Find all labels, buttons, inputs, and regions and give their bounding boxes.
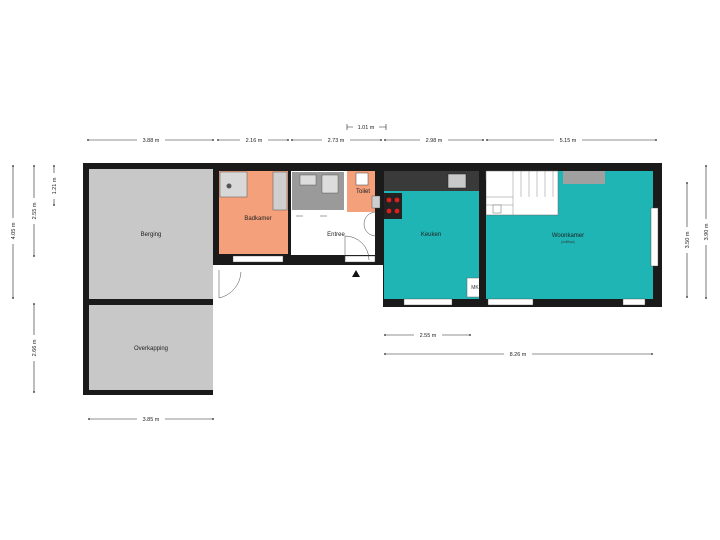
label-woonkamer: Woonkamer <box>552 233 584 239</box>
interior-wall <box>479 180 486 299</box>
label-berging: Berging <box>141 232 162 238</box>
woonkamer-cabinet <box>563 171 605 184</box>
kitchen-sink <box>447 173 467 189</box>
bath <box>272 171 288 211</box>
outdoor-strip <box>213 265 219 395</box>
rooms <box>89 169 653 395</box>
dim-top-berging: 3.88 m <box>143 138 160 144</box>
dim-top-keuken: 2.98 m <box>426 138 443 144</box>
label-mk: MK <box>471 285 479 291</box>
dim-left-lower: 2.66 m <box>32 339 38 356</box>
toilet-sink <box>371 195 381 209</box>
label-overkapping: Overkapping <box>134 346 168 352</box>
dim-left-outer: 4.05 m <box>11 222 17 239</box>
windows <box>232 207 659 306</box>
stair-steps <box>486 171 554 215</box>
dim-top-woonkamer: 5.15 m <box>560 138 577 144</box>
dim-top-badkamer: 2.16 m <box>246 138 263 144</box>
dim-left-mid: 2.55 m <box>32 202 38 219</box>
dim-right-outer: 3.90 m <box>704 223 710 240</box>
dimension-ticks <box>12 139 707 420</box>
washbasin-2 <box>321 174 339 194</box>
doors <box>218 211 377 299</box>
hob-burner-icon <box>394 197 400 203</box>
room-berging <box>89 169 213 299</box>
dim-bottom-left: 3.85 m <box>143 417 160 423</box>
dim-top-1: 1.01 m <box>358 125 375 131</box>
label-woonkamer-sub: (m4flow) <box>561 240 574 244</box>
label-entree: Entree <box>327 232 345 238</box>
shower-tray <box>219 171 248 198</box>
interior-wall-2 <box>375 212 384 242</box>
dim-bottom-keuken: 2.55 m <box>420 333 437 339</box>
label-badkamer: Badkamer <box>244 216 271 222</box>
toilet-bowl <box>355 172 369 186</box>
room-labels: Berging Overkapping Badkamer Entree Toil… <box>134 189 584 352</box>
room-overkapping <box>89 305 213 390</box>
dim-right-inner: 3.50 m <box>685 231 691 248</box>
dim-left-inner: 1.21 m <box>52 177 58 194</box>
dim-bottom-total: 8.26 m <box>510 352 527 358</box>
dimension-texts: 1.01 m 3.88 m 2.16 m 2.73 m 2.98 m 5.15 … <box>9 123 710 423</box>
hob <box>384 193 402 219</box>
label-keuken: Keuken <box>421 232 441 238</box>
hob-burner-icon <box>386 208 392 214</box>
dim-top-entree: 2.73 m <box>328 138 345 144</box>
label-toilet: Toilet <box>356 189 370 195</box>
washbasin <box>299 174 317 186</box>
hob-burner-icon <box>394 208 400 214</box>
fixtures <box>219 170 605 299</box>
hob-burner-icon <box>386 197 392 203</box>
entrance-arrow-icon <box>352 270 360 277</box>
shower-drain-icon <box>226 183 232 189</box>
